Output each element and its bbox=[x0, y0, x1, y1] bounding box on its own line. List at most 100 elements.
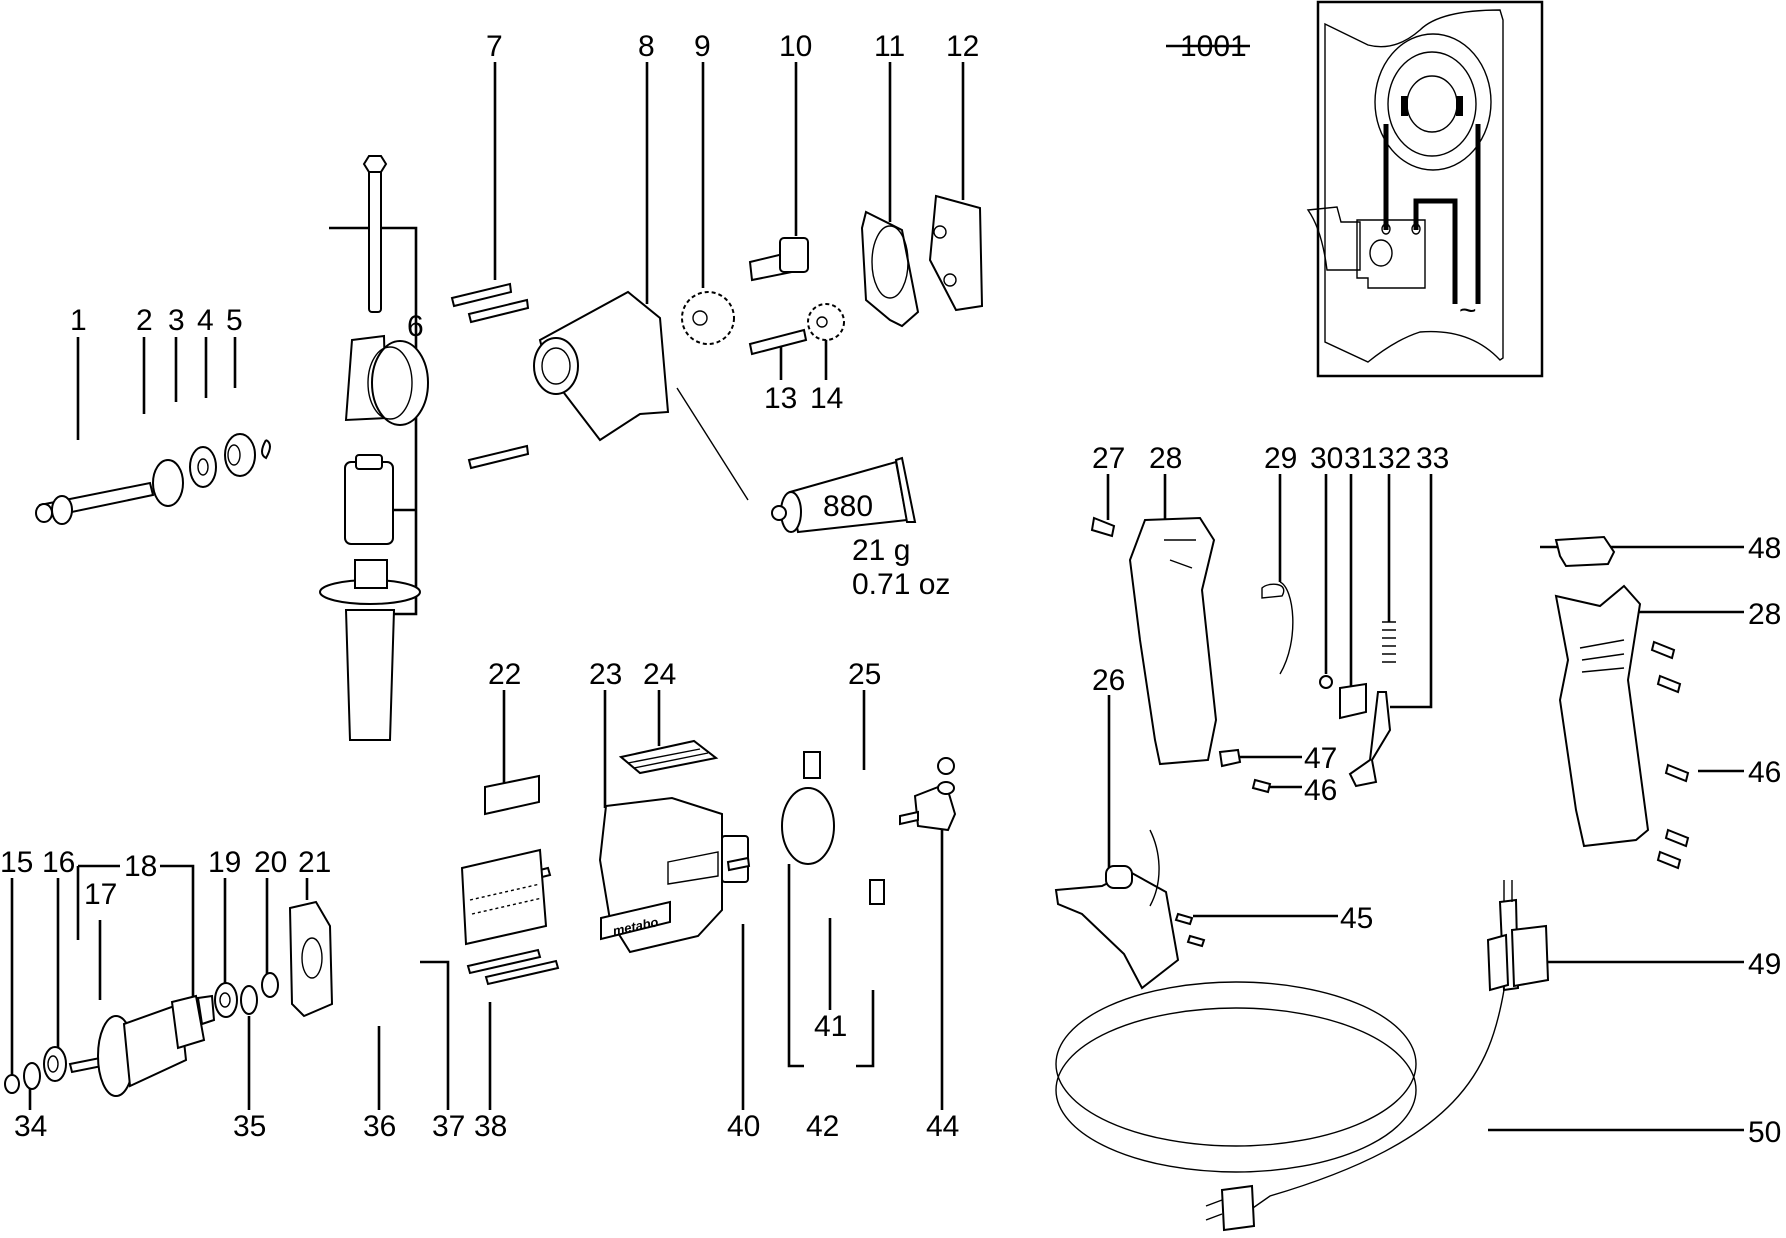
label-28-left: 28 bbox=[1149, 442, 1182, 475]
part-40-pin[interactable] bbox=[726, 856, 751, 872]
wiring-diagram-1001: ~ bbox=[1306, 0, 1544, 378]
label-7: 7 bbox=[486, 30, 503, 63]
part-16-bearing[interactable] bbox=[43, 1046, 67, 1082]
part-21-bearing-plate[interactable] bbox=[288, 900, 334, 1018]
label-18: 18 bbox=[124, 850, 157, 883]
part-45-screw[interactable] bbox=[1174, 912, 1194, 926]
label-28-right: 28 bbox=[1748, 598, 1781, 631]
label-30: 30 bbox=[1310, 442, 1343, 475]
part-6-side-handle[interactable] bbox=[319, 155, 429, 741]
label-17: 17 bbox=[84, 878, 117, 911]
part-3-washer[interactable] bbox=[189, 446, 217, 488]
part-46-screws-right[interactable] bbox=[1650, 640, 1690, 870]
part-35-washer[interactable] bbox=[240, 985, 258, 1015]
label-10: 10 bbox=[779, 30, 812, 63]
part-labels: 1 2 3 4 5 6 7 8 9 10 11 12 13 14 1001 15… bbox=[0, 30, 1781, 1149]
part-29-cable[interactable] bbox=[1261, 581, 1294, 675]
label-45: 45 bbox=[1340, 902, 1373, 935]
part-27-screw[interactable] bbox=[1090, 516, 1116, 538]
grease-tube: 880 21 g 0.71 oz bbox=[771, 456, 950, 601]
label-22: 22 bbox=[488, 658, 521, 691]
part-46-screw-a[interactable] bbox=[1251, 778, 1272, 794]
grease-weight-imperial: 0.71 oz bbox=[852, 568, 950, 601]
part-30-nut[interactable] bbox=[1319, 675, 1333, 689]
label-44: 44 bbox=[926, 1110, 959, 1143]
part-11-gasket[interactable] bbox=[860, 210, 920, 328]
part-1-spindle[interactable] bbox=[35, 481, 155, 525]
part-50-power-cord[interactable] bbox=[1055, 981, 1505, 1232]
label-41: 41 bbox=[814, 1010, 847, 1043]
leader-42 bbox=[787, 864, 875, 1068]
label-20: 20 bbox=[254, 846, 287, 879]
label-21: 21 bbox=[298, 846, 331, 879]
label-3: 3 bbox=[168, 304, 185, 337]
label-15: 15 bbox=[0, 846, 33, 879]
part-2-circlip[interactable] bbox=[152, 459, 184, 507]
part-8-gear-housing[interactable] bbox=[533, 290, 670, 442]
label-48: 48 bbox=[1748, 532, 1781, 565]
label-47: 47 bbox=[1304, 742, 1337, 775]
label-29: 29 bbox=[1264, 442, 1297, 475]
part-20-washer[interactable] bbox=[261, 972, 279, 998]
label-38: 38 bbox=[474, 1110, 507, 1143]
part-28-handle-right[interactable] bbox=[1554, 584, 1650, 848]
part-45-screw-2[interactable] bbox=[1186, 934, 1206, 948]
label-4: 4 bbox=[197, 304, 214, 337]
part-14-gear[interactable] bbox=[807, 303, 845, 341]
part-31-clip[interactable] bbox=[1339, 682, 1367, 720]
part-5-clip[interactable] bbox=[261, 439, 271, 460]
label-46-right: 46 bbox=[1748, 756, 1781, 789]
label-24: 24 bbox=[643, 658, 676, 691]
label-14: 14 bbox=[810, 382, 843, 415]
part-22-label[interactable] bbox=[484, 774, 540, 816]
ac-symbol: ~ bbox=[1459, 294, 1477, 327]
grease-tube-label: 880 bbox=[823, 490, 873, 523]
part-33-lever[interactable] bbox=[1348, 691, 1392, 788]
leader-33 bbox=[1390, 474, 1433, 709]
part-13-shaft[interactable] bbox=[748, 328, 808, 356]
leader-grease bbox=[676, 387, 749, 501]
label-12: 12 bbox=[946, 30, 979, 63]
label-32: 32 bbox=[1378, 442, 1411, 475]
part-37-field-coil[interactable] bbox=[460, 848, 548, 946]
label-16: 16 bbox=[42, 846, 75, 879]
label-31: 31 bbox=[1344, 442, 1377, 475]
label-26: 26 bbox=[1092, 664, 1125, 697]
part-49-cord-protector[interactable] bbox=[1486, 880, 1550, 992]
label-25: 25 bbox=[848, 658, 881, 691]
label-34: 34 bbox=[14, 1110, 47, 1143]
part-17-armature[interactable] bbox=[68, 994, 216, 1097]
label-11: 11 bbox=[874, 30, 905, 63]
part-28-handle-left[interactable] bbox=[1128, 516, 1218, 766]
label-42: 42 bbox=[806, 1110, 839, 1143]
part-44-screw[interactable] bbox=[937, 781, 955, 795]
part-32-spring[interactable] bbox=[1382, 621, 1396, 663]
leader-18 bbox=[76, 864, 195, 1000]
leader-37 bbox=[420, 960, 450, 1110]
part-24-rating-label[interactable] bbox=[618, 739, 719, 775]
label-2: 2 bbox=[136, 304, 153, 337]
part-42-brush-holder-ring[interactable] bbox=[781, 751, 835, 865]
label-36: 36 bbox=[363, 1110, 396, 1143]
part-41-carbon-brush[interactable] bbox=[869, 879, 885, 905]
label-46-left: 46 bbox=[1304, 774, 1337, 807]
part-19-bearing[interactable] bbox=[214, 982, 238, 1018]
part-47-bracket[interactable] bbox=[1218, 748, 1242, 768]
part-15-nut[interactable] bbox=[4, 1074, 20, 1094]
label-23: 23 bbox=[589, 658, 622, 691]
label-1: 1 bbox=[70, 304, 87, 337]
part-48-cap[interactable] bbox=[1554, 535, 1616, 568]
part-9-gear[interactable] bbox=[681, 291, 735, 345]
part-34-washer[interactable] bbox=[23, 1062, 41, 1090]
part-10-pinion[interactable] bbox=[748, 237, 809, 282]
part-7-screws[interactable] bbox=[450, 282, 530, 470]
part-12-cover[interactable] bbox=[928, 194, 984, 312]
grease-weight-metric: 21 g bbox=[852, 534, 910, 567]
part-4-bearing[interactable] bbox=[224, 433, 256, 477]
label-6: 6 bbox=[407, 310, 424, 343]
label-35: 35 bbox=[233, 1110, 266, 1143]
label-1001: 1001 bbox=[1180, 30, 1247, 63]
label-27: 27 bbox=[1092, 442, 1125, 475]
part-26-switch[interactable] bbox=[1054, 829, 1180, 990]
